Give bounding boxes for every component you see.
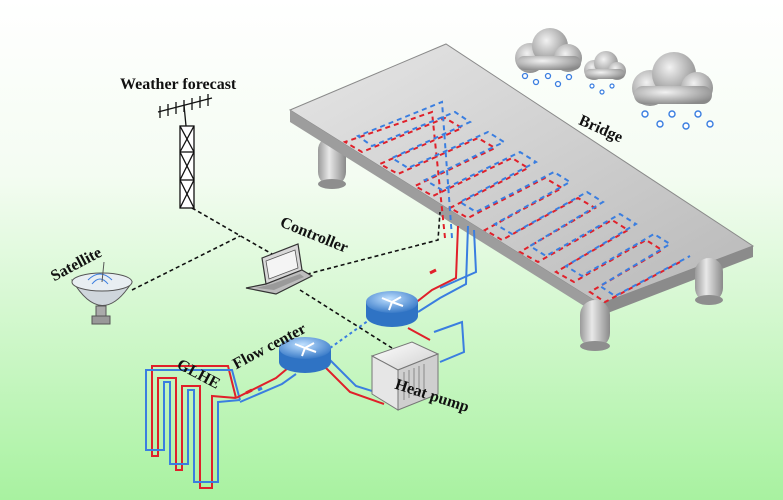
pipe-glhe-flow-cold — [239, 373, 297, 403]
glhe-loop-hot — [151, 365, 237, 489]
cloud-snow-icon — [515, 28, 582, 88]
pipe-flow-link-dotted — [329, 317, 373, 349]
pump-icon — [366, 291, 418, 327]
link-satellite-controller — [131, 235, 241, 291]
laptop-icon — [245, 243, 314, 295]
heat-pump-icon — [370, 341, 440, 411]
bridge-leg — [695, 258, 723, 305]
bridge-cold-loop — [355, 100, 691, 298]
glhe-loops — [145, 365, 241, 489]
antenna-icon — [157, 94, 213, 209]
piping — [235, 225, 478, 405]
bridge-deck-side — [290, 110, 600, 316]
link-weather-controller — [191, 207, 273, 255]
satellite-dish-icon — [71, 261, 133, 325]
bridge-leg — [580, 300, 610, 351]
pipe-bridge-return-cold — [439, 229, 478, 289]
bridge — [288, 43, 755, 351]
pipe-flow2-bridge-hot — [413, 225, 459, 305]
cloud-snow-icon — [632, 52, 714, 130]
pump-icon — [279, 337, 331, 373]
link-controller-bridge — [299, 211, 441, 277]
glhe-loop-cold — [145, 369, 241, 483]
bridge-hot-loop — [342, 110, 681, 304]
cloud-snow-icon — [584, 51, 626, 95]
pipe-heatpump-flow2-hot — [407, 327, 431, 341]
pipe-heatpump-flow2-cold — [433, 320, 466, 363]
weather-forecast-label: Weather forecast — [120, 76, 237, 93]
control-links — [131, 207, 441, 349]
pipe-flow2-bridge-cold — [417, 225, 469, 313]
pipe-flow-heatpump-hot — [319, 361, 385, 405]
